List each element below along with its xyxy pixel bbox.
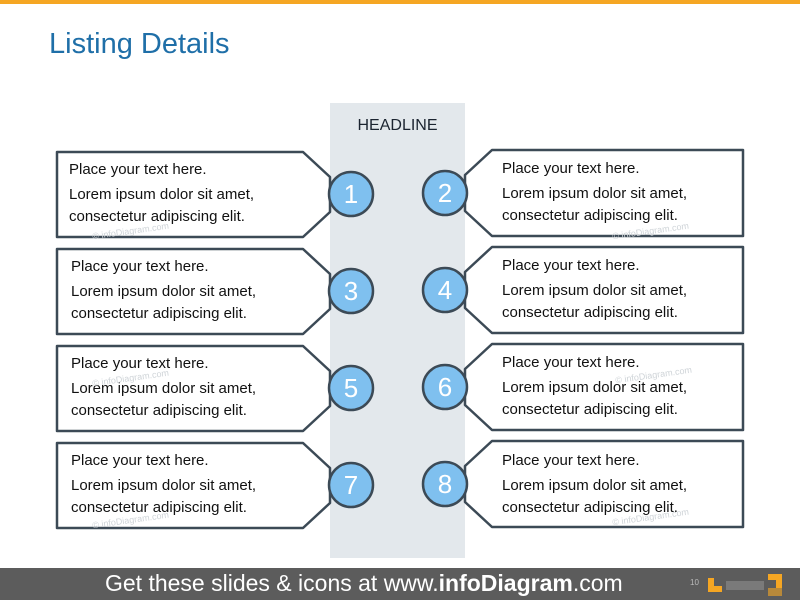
- item-body-line: Lorem ipsum dolor sit amet,: [502, 477, 688, 494]
- infodiagram-logo-icon: [708, 574, 782, 596]
- callout-box-1: [55, 150, 332, 239]
- item-heading: Place your text here.: [502, 257, 640, 274]
- number-circle-2: [421, 169, 469, 217]
- item-text-1: Place your text here. Lorem ipsum dolor …: [69, 159, 319, 228]
- item-heading: Place your text here.: [502, 354, 640, 371]
- item-body-line: consectetur adipiscing elit.: [502, 499, 678, 516]
- item-body-line: consectetur adipiscing elit.: [71, 499, 247, 516]
- item-body-line: Lorem ipsum dolor sit amet,: [71, 283, 257, 300]
- item-number-8: 8: [437, 469, 453, 499]
- item-number-4: 4: [437, 275, 453, 305]
- item-body-line: consectetur adipiscing elit.: [71, 305, 247, 322]
- item-heading: Place your text here.: [71, 258, 209, 275]
- number-circle-3: [327, 267, 375, 315]
- item-body-line: consectetur adipiscing elit.: [502, 207, 678, 224]
- footer-brand: infoDiagram: [438, 570, 573, 596]
- item-heading: Place your text here.: [502, 160, 640, 177]
- item-text-4: Place your text here. Lorem ipsum dolor …: [502, 255, 752, 324]
- number-circle-6: [421, 363, 469, 411]
- item-body-line: Lorem ipsum dolor sit amet,: [69, 186, 255, 203]
- item-heading: Place your text here.: [69, 161, 207, 178]
- item-body-line: consectetur adipiscing elit.: [69, 208, 245, 225]
- item-text-5: Place your text here. Lorem ipsum dolor …: [71, 353, 321, 422]
- number-circle-8: [421, 460, 469, 508]
- item-body-line: consectetur adipiscing elit.: [502, 401, 678, 418]
- item-heading: Place your text here.: [71, 452, 209, 469]
- item-text-3: Place your text here. Lorem ipsum dolor …: [71, 256, 321, 325]
- footer-promo-text[interactable]: Get these slides & icons at www.infoDiag…: [105, 570, 623, 597]
- item-body-line: Lorem ipsum dolor sit amet,: [502, 185, 688, 202]
- slide-title: Listing Details: [49, 28, 230, 60]
- item-text-6: Place your text here. Lorem ipsum dolor …: [502, 352, 752, 421]
- item-body-line: consectetur adipiscing elit.: [71, 402, 247, 419]
- callout-box-6: [463, 342, 745, 432]
- item-body-line: Lorem ipsum dolor sit amet,: [502, 282, 688, 299]
- item-number-6: 6: [437, 372, 453, 402]
- number-circle-4: [421, 266, 469, 314]
- item-text-8: Place your text here. Lorem ipsum dolor …: [502, 450, 752, 519]
- callout-box-3: [55, 247, 332, 336]
- callout-box-8: [463, 439, 745, 529]
- item-text-2: Place your text here. Lorem ipsum dolor …: [502, 158, 752, 227]
- item-number-7: 7: [343, 470, 359, 500]
- number-circle-5: [327, 364, 375, 412]
- item-body-line: consectetur adipiscing elit.: [502, 304, 678, 321]
- number-circle-1: [327, 170, 375, 218]
- callout-box-5: [55, 344, 332, 433]
- item-number-1: 1: [343, 179, 359, 209]
- item-number-5: 5: [343, 373, 359, 403]
- item-body-line: Lorem ipsum dolor sit amet,: [71, 380, 257, 397]
- column-headline: HEADLINE: [357, 117, 438, 134]
- footer-prefix: Get these slides & icons at www.: [105, 570, 439, 596]
- item-text-7: Place your text here. Lorem ipsum dolor …: [71, 450, 321, 519]
- item-heading: Place your text here.: [71, 355, 209, 372]
- item-number-3: 3: [343, 276, 359, 306]
- item-body-line: Lorem ipsum dolor sit amet,: [71, 477, 257, 494]
- item-body-line: Lorem ipsum dolor sit amet,: [502, 379, 688, 396]
- callout-box-4: [463, 245, 745, 335]
- footer-bar: Get these slides & icons at www.infoDiag…: [0, 568, 800, 600]
- number-circle-7: [327, 461, 375, 509]
- callout-box-2: [463, 148, 745, 238]
- item-heading: Place your text here.: [502, 452, 640, 469]
- footer-suffix: .com: [572, 570, 623, 596]
- page-number: 10: [690, 578, 699, 587]
- top-accent-bar: [0, 0, 800, 4]
- callout-box-7: [55, 441, 332, 530]
- item-number-2: 2: [437, 178, 453, 208]
